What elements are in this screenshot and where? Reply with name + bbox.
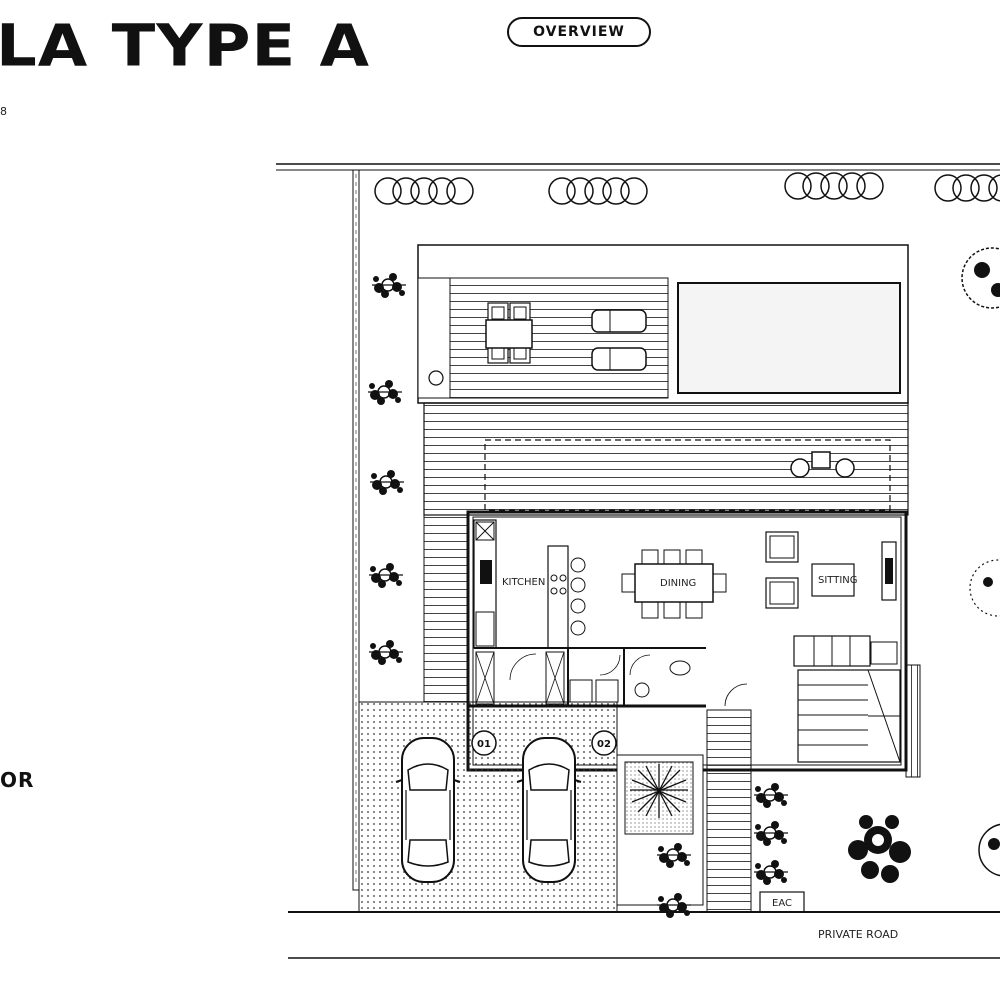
kitchen-island bbox=[547, 545, 569, 649]
swimming-pool bbox=[677, 282, 901, 394]
room-label-sitting: SITTING bbox=[818, 575, 858, 586]
floor-plan: KITCHEN DINING SITTING bbox=[270, 150, 1000, 970]
shrub-left-3 bbox=[369, 469, 405, 496]
tree-right-top bbox=[961, 247, 1000, 309]
pool-shower bbox=[428, 370, 444, 386]
entrance-steps bbox=[706, 709, 752, 913]
shrub-left-5 bbox=[368, 639, 404, 666]
overview-button[interactable]: OVERVIEW bbox=[507, 17, 651, 47]
stair-wall bbox=[905, 664, 921, 778]
sun-loungers bbox=[591, 309, 647, 371]
staircase bbox=[797, 669, 901, 763]
parking-spot-1-label: 01 bbox=[477, 739, 491, 750]
page-subtitle: 8 bbox=[0, 105, 7, 118]
dining-table: DINING bbox=[621, 549, 727, 619]
kitchen: KITCHEN bbox=[473, 519, 586, 649]
parking-spot-1-marker bbox=[471, 730, 497, 756]
tree-right-mid bbox=[969, 559, 1000, 617]
palm-tree bbox=[630, 764, 688, 818]
shrub-bottom-4 bbox=[753, 820, 789, 847]
room-label-dining: DINING bbox=[660, 578, 696, 589]
front-tree bbox=[848, 815, 911, 883]
terrace bbox=[423, 402, 909, 516]
shrub-bottom-3 bbox=[753, 782, 789, 809]
car-2 bbox=[516, 737, 582, 883]
room-label-kitchen: KITCHEN bbox=[502, 577, 545, 588]
parking-spot-2-label: 02 bbox=[597, 739, 611, 750]
hedge-4 bbox=[934, 174, 1000, 202]
parking-spot-2-marker bbox=[591, 730, 617, 756]
shrub-left-2 bbox=[367, 379, 403, 406]
car-1 bbox=[395, 737, 461, 883]
pool-deck bbox=[449, 277, 669, 399]
hedge-3 bbox=[784, 172, 884, 200]
shrub-left-1 bbox=[371, 272, 407, 299]
terrace-chairs bbox=[790, 451, 855, 478]
road-label: PRIVATE ROAD bbox=[818, 928, 898, 941]
sitting-area: SITTING bbox=[765, 531, 898, 667]
shrub-bottom-5 bbox=[753, 859, 789, 886]
page-title: LA TYPE A bbox=[0, 13, 371, 81]
floor-label: OR bbox=[0, 768, 35, 792]
tree-right-bottom bbox=[978, 823, 1000, 877]
side-walkway bbox=[423, 514, 469, 703]
shrub-left-4 bbox=[368, 562, 404, 589]
eac-label: EAC bbox=[772, 898, 792, 909]
service-rooms bbox=[468, 647, 748, 708]
hedge-1 bbox=[374, 177, 474, 205]
hedge-2 bbox=[548, 177, 648, 205]
pergola-outline bbox=[484, 439, 891, 511]
outdoor-table bbox=[485, 302, 533, 364]
